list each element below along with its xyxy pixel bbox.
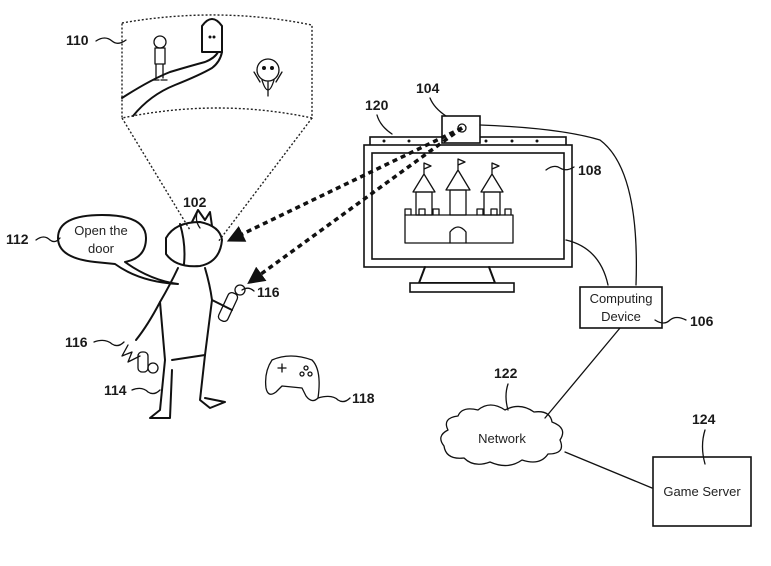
motion-controller-left-icon xyxy=(121,344,159,374)
girl-character-icon xyxy=(152,35,168,81)
gamepad-icon: 118 xyxy=(264,355,375,406)
ref-124: 124 xyxy=(692,411,716,427)
speech-line-1: Open the xyxy=(74,223,128,238)
user-figure: 102 116 116 114 xyxy=(65,194,280,419)
ref-112: 112 xyxy=(6,231,29,247)
speech-bubble: Open the door 112 xyxy=(6,214,179,285)
hmd-headset-icon xyxy=(165,209,223,268)
ref-116-left: 116 xyxy=(65,334,88,350)
ref-106: 106 xyxy=(690,313,714,329)
virtual-view-panel: 110 xyxy=(66,14,313,243)
computing-device-line-1: Computing xyxy=(590,291,653,306)
network-label: Network xyxy=(478,431,526,446)
castle-icon xyxy=(404,158,514,244)
tracking-rays xyxy=(226,126,464,285)
ref-122: 122 xyxy=(494,365,518,381)
game-server: Game Server 124 xyxy=(652,411,752,527)
network-cloud: Network 122 xyxy=(440,365,564,467)
computing-device: Computing Device 106 xyxy=(579,286,714,329)
ref-118: 118 xyxy=(352,390,375,406)
ref-102: 102 xyxy=(183,194,207,210)
game-server-label: Game Server xyxy=(663,484,741,499)
display-monitor: 104 120 108 xyxy=(363,80,602,293)
cables xyxy=(479,124,653,489)
speech-line-2: door xyxy=(88,241,115,256)
robot-character-icon xyxy=(253,58,283,97)
door-icon xyxy=(201,18,223,53)
ref-104: 104 xyxy=(416,80,440,96)
motion-controller-right-icon xyxy=(217,284,246,323)
ref-110: 110 xyxy=(66,32,89,48)
computing-device-line-2: Device xyxy=(601,309,641,324)
ref-116-right: 116 xyxy=(257,284,280,300)
ref-108: 108 xyxy=(578,162,602,178)
ref-120: 120 xyxy=(365,97,389,113)
ref-114: 114 xyxy=(104,382,127,398)
